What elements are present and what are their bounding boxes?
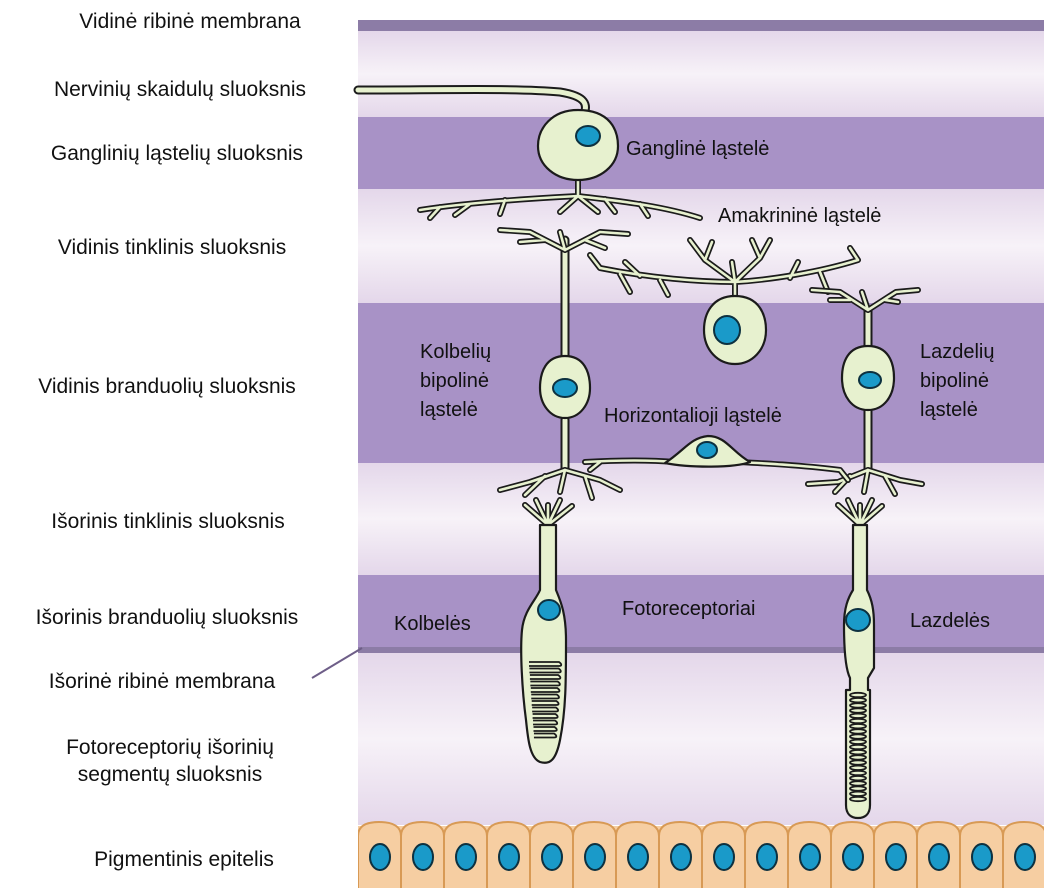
epithelium-nucleus xyxy=(886,844,906,870)
light-band-segments xyxy=(358,653,1044,825)
layer-labels: Vidinė ribinė membrana Nervinių skaidulų… xyxy=(36,10,306,871)
label-ganglion-cell: Ganglinė ląstelė xyxy=(626,138,769,160)
epithelium-nucleus xyxy=(370,844,390,870)
epithelium-nucleus xyxy=(456,844,476,870)
label-rod-bipolar-line3: ląstelė xyxy=(920,399,978,421)
label-inner-plexiform-layer: Vidinis tinklinis sluoksnis xyxy=(58,236,286,259)
epithelium-nucleus xyxy=(585,844,605,870)
label-cone-bipolar-line2: bipolinė xyxy=(420,370,489,392)
epithelium-nucleus xyxy=(499,844,519,870)
inner-limiting-membrane xyxy=(358,20,1044,31)
epithelium-nucleus xyxy=(929,844,949,870)
epithelium-nucleus xyxy=(757,844,777,870)
epithelium-nucleus xyxy=(800,844,820,870)
label-outer-plexiform-layer: Išorinis tinklinis sluoksnis xyxy=(51,510,284,533)
outer-limiting-membrane xyxy=(358,647,1044,653)
label-inner-limiting-membrane: Vidinė ribinė membrana xyxy=(79,10,301,33)
label-photoreceptors: Fotoreceptoriai xyxy=(622,598,755,620)
label-photoreceptor-segments-line1: Fotoreceptorių išorinių xyxy=(66,736,274,759)
epithelium-nucleus xyxy=(714,844,734,870)
epithelium-nucleus xyxy=(542,844,562,870)
label-photoreceptor-segments-line2: segmentų sluoksnis xyxy=(78,763,262,786)
label-cone-bipolar-line1: Kolbelių xyxy=(420,341,491,363)
label-rod-bipolar-line1: Lazdelių xyxy=(920,341,995,363)
label-amacrine-cell: Amakrininė ląstelė xyxy=(718,205,881,227)
light-band-nerve-fibers xyxy=(358,31,1044,117)
epithelium-nucleus xyxy=(972,844,992,870)
label-cone-bipolar-line3: ląstelė xyxy=(420,399,478,421)
epithelium-nucleus xyxy=(671,844,691,870)
label-pigment-epithelium: Pigmentinis epitelis xyxy=(94,848,274,871)
epithelium-nucleus xyxy=(413,844,433,870)
label-cones: Kolbelės xyxy=(394,613,471,635)
epithelium-nucleus xyxy=(628,844,648,870)
label-nerve-fiber-layer: Nervinių skaidulų sluoksnis xyxy=(54,78,306,101)
epithelium-nucleus xyxy=(1015,844,1035,870)
pigment-epithelium xyxy=(358,822,1044,888)
label-rods: Lazdelės xyxy=(910,610,990,632)
label-horizontal-cell: Horizontalioji ląstelė xyxy=(604,405,782,427)
label-outer-limiting-membrane: Išorinė ribinė membrana xyxy=(49,670,276,693)
label-outer-nuclear-layer: Išorinis branduolių sluoksnis xyxy=(36,606,299,629)
epithelium-nucleus xyxy=(843,844,863,870)
label-ganglion-cell-layer: Ganglinių ląstelių sluoksnis xyxy=(51,142,303,165)
label-inner-nuclear-layer: Vidinis branduolių sluoksnis xyxy=(38,375,296,398)
label-rod-bipolar-line2: bipolinė xyxy=(920,370,989,392)
light-band-outer-plexiform xyxy=(358,463,1044,575)
outer-membrane-pointer-line xyxy=(312,648,362,678)
